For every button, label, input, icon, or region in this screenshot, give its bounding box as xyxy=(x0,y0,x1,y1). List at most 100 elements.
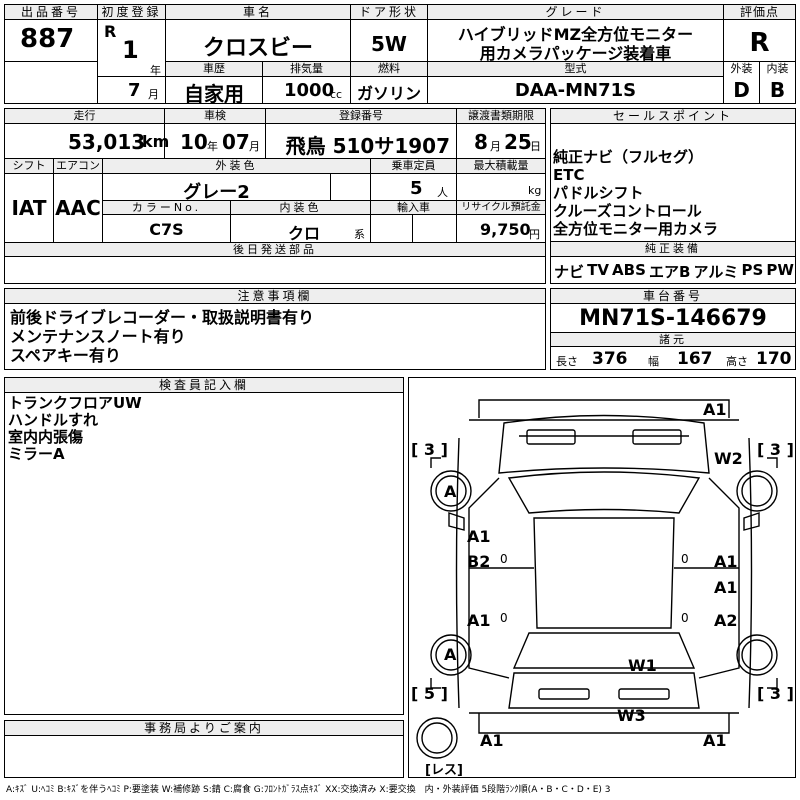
chassis-block xyxy=(550,288,796,370)
mark-rear-left-corner: A1 xyxy=(480,731,504,750)
exterior-grade: D xyxy=(733,78,750,102)
capacity-unit: 人 xyxy=(437,186,448,199)
insp-month-unit: 月 xyxy=(249,140,260,153)
car-diagram xyxy=(408,377,796,778)
mark-left-rear-door-2: A1 xyxy=(714,578,738,597)
legend-text: A:ｷｽﾞ U:ﾍｺﾐ B:ｷｽﾞを伴うﾍｺﾐ P:要塗装 W:補修跡 S:錆 … xyxy=(6,785,611,795)
mark-zero-1: 0 xyxy=(500,552,508,566)
sales-points-block xyxy=(550,108,796,284)
interior-grade: B xyxy=(769,78,786,102)
transfer-day-unit: 日 xyxy=(530,140,541,153)
reg-year: 1 xyxy=(122,36,139,64)
inspector-item: ハンドルすれ xyxy=(8,411,99,429)
insp-year: 10 xyxy=(180,130,208,154)
exterior-label: 外装 xyxy=(730,62,753,75)
max-load-label: 最大積載量 xyxy=(457,159,545,173)
height: 170 xyxy=(756,349,792,369)
equipment-item: ABS xyxy=(612,261,646,279)
ac-label: エアコン xyxy=(54,159,102,173)
lot-label: 出品番号 xyxy=(5,5,97,20)
mark-rear-left-tab: [ 5 ] xyxy=(411,684,448,703)
capacity: 5 xyxy=(410,178,423,199)
office-block xyxy=(4,720,404,778)
displacement-label: 排気量 xyxy=(263,62,350,76)
fuel-label: 燃料 xyxy=(351,62,427,76)
inspector-item: 室内内張傷 xyxy=(8,428,84,446)
int-color: クロ xyxy=(288,224,321,243)
car-body-diagram xyxy=(416,399,778,759)
mark-left-rear-door: A1 xyxy=(467,611,491,630)
notes-list: 前後ドライブレコーダー・取扱説明書有りメンテナンスノート有りスペアキー有り xyxy=(10,308,314,365)
fuel: ガソリン xyxy=(356,84,421,103)
color-no-label: カラーNo. xyxy=(103,201,230,214)
ac: AAC xyxy=(55,196,101,220)
mark-front-left-tab: [ 3 ] xyxy=(411,440,448,459)
length: 376 xyxy=(592,349,628,369)
equipment-item: ナビ xyxy=(554,263,585,281)
inspection-label: 車検 xyxy=(165,109,265,123)
notes-block xyxy=(4,288,546,370)
note-item: メンテナンスノート有り xyxy=(10,327,186,346)
mark-front-bumper: A1 xyxy=(703,400,727,419)
door-type: 5W xyxy=(371,32,407,56)
ext-color: グレー2 xyxy=(183,182,250,203)
equipment-label: 純正装備 xyxy=(551,242,795,256)
header-block xyxy=(4,4,796,104)
later-parts-label: 後日発送部品 xyxy=(5,243,545,256)
mark-zero-4: 0 xyxy=(681,611,689,625)
ext-color-label: 外装色 xyxy=(103,159,370,173)
sales-point-item: パドルシフト xyxy=(553,184,644,202)
width: 167 xyxy=(677,349,713,369)
equipment-item: PS xyxy=(741,261,764,279)
mark-left-front-door: A1 xyxy=(467,527,491,546)
transfer-month-unit: 月 xyxy=(490,140,501,153)
inspector-block xyxy=(4,377,404,715)
office-label: 事務局よりご案内 xyxy=(5,721,403,736)
chassis-label: 車台番号 xyxy=(551,289,795,304)
details-block xyxy=(4,108,546,284)
mark-front-right-tab: [ 3 ] xyxy=(757,440,794,459)
capacity-label: 乗車定員 xyxy=(371,159,456,173)
mark-front-left-wheel: A xyxy=(444,482,457,501)
mark-right-front-door: A1 xyxy=(714,552,738,571)
sales-point-item: クルーズコントロール xyxy=(553,202,702,220)
first-reg-label: 初度登録 xyxy=(98,5,165,20)
color-no: C7S xyxy=(149,220,184,239)
mark-rear-right-corner: A1 xyxy=(703,731,727,750)
mark-rear-right-tab: [ 3 ] xyxy=(757,684,794,703)
length-label: 長さ xyxy=(556,355,578,368)
mileage: 53,013 xyxy=(68,130,146,154)
reg-no: 飛鳥 510サ1907 xyxy=(285,134,450,158)
mark-spare-tyre: [レス] xyxy=(425,763,463,778)
month-unit: 月 xyxy=(148,88,159,101)
mark-right-fender: W2 xyxy=(714,449,743,468)
displacement-unit: cc xyxy=(330,88,343,101)
import-label: 輸入車 xyxy=(371,201,456,214)
insp-month: 07 xyxy=(222,130,250,154)
recycle-unit: 円 xyxy=(529,228,540,241)
mark-rear-left-wheel: A xyxy=(444,645,457,664)
displacement: 1000 xyxy=(284,80,335,101)
mileage-label: 走行 xyxy=(5,109,164,123)
interior-label: 内装 xyxy=(766,62,789,75)
reg-no-label: 登録番号 xyxy=(266,109,456,123)
inspector-label: 検査員記入欄 xyxy=(5,378,403,393)
int-color-label: 内装色 xyxy=(231,201,370,214)
score: R xyxy=(749,28,770,58)
model-label: 型式 xyxy=(428,62,723,76)
transfer-label: 譲渡書類期限 xyxy=(457,109,545,123)
equipment-item: エアB xyxy=(649,263,691,281)
mark-rear-hatch: W1 xyxy=(628,656,657,675)
width-label: 幅 xyxy=(648,355,659,368)
car-name: クロスビー xyxy=(202,36,313,61)
mark-zero-3: 0 xyxy=(500,611,508,625)
mileage-unit: km xyxy=(142,132,170,151)
reg-month: 7 xyxy=(128,80,141,101)
inspector-item: ミラーA xyxy=(8,445,65,463)
spec-label: 諸元 xyxy=(551,333,795,346)
equipment-item: アルミ xyxy=(693,263,739,281)
inspector-item: トランクフロアUW xyxy=(8,394,142,412)
